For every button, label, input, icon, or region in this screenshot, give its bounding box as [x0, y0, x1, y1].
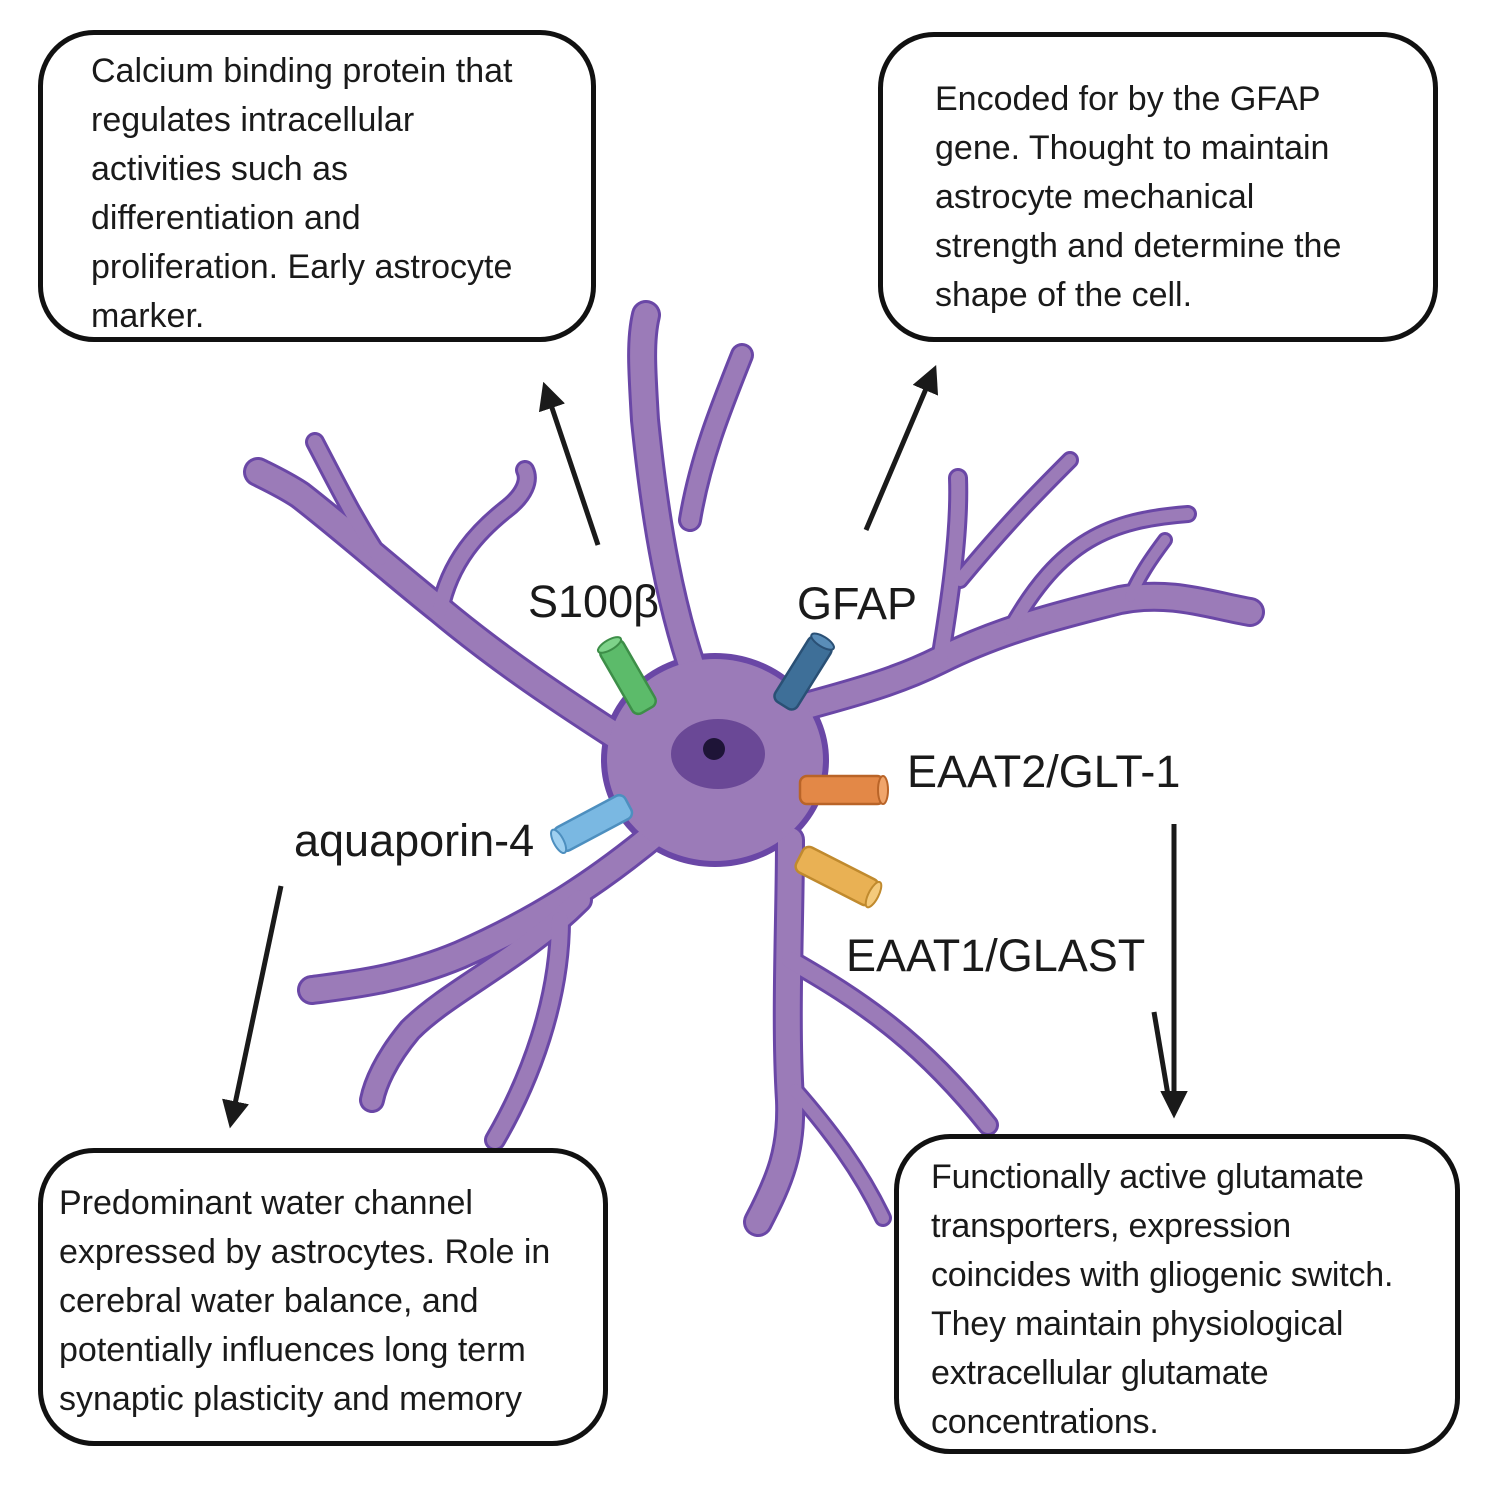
- gfap-channel: [773, 632, 835, 711]
- arrow-gfap: [863, 364, 939, 531]
- eaat2-label: EAAT2/GLT-1: [907, 746, 1181, 797]
- gfap-description-box: Encoded for by the GFAP gene. Thought to…: [878, 32, 1438, 342]
- s100b-channel: [596, 636, 657, 716]
- eaat1-channel: [794, 845, 883, 909]
- arrow-eaat1: [1151, 1011, 1171, 1096]
- eaat1-label: EAAT1/GLAST: [846, 930, 1146, 981]
- eaat2-channel: [798, 774, 889, 806]
- aquaporin4-label: aquaporin-4: [294, 815, 535, 866]
- nucleolus: [703, 738, 725, 760]
- aquaporin4-description-box: Predominant water channel expressed by a…: [38, 1148, 608, 1446]
- arrow-aquaporin4: [222, 885, 284, 1129]
- glutamate-transporter-description-box: Functionally active glutamate transporte…: [894, 1134, 1460, 1454]
- astrocyte-cell: [243, 300, 1265, 1237]
- arrow-s100b: [538, 381, 601, 546]
- aquaporin4-channel: [550, 793, 634, 855]
- gfap-label: GFAP: [797, 578, 918, 629]
- s100b-label: S100β: [528, 576, 659, 627]
- s100b-description-box: Calcium binding protein that regulates i…: [38, 30, 596, 342]
